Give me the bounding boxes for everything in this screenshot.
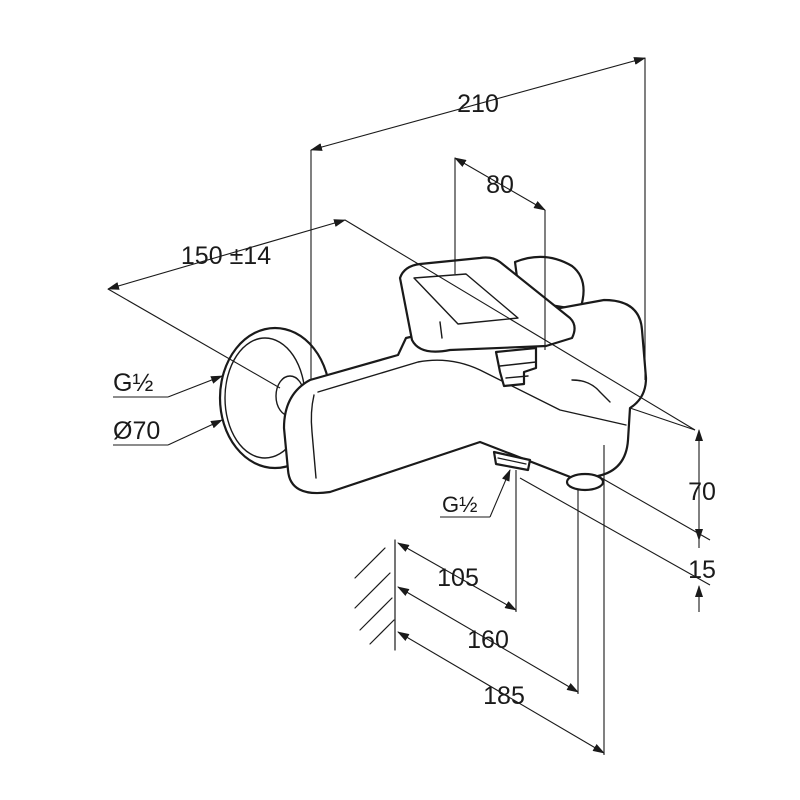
dim-185: 185 [397, 445, 605, 755]
outlet-thread-label: G½ [442, 492, 477, 517]
leader-g12-connection: G½ [113, 369, 223, 398]
dim-70: 70 [597, 407, 716, 541]
wall-hatch [354, 539, 396, 651]
leader-g12-outlet: G½ [440, 469, 511, 518]
dim-80-label: 80 [486, 171, 514, 199]
dim-15-label: 15 [688, 556, 716, 584]
dim-210: 210 [310, 57, 646, 380]
dim-185-label: 185 [483, 682, 525, 710]
dim-150: 150 ±14 [107, 219, 696, 431]
spout-outlet [565, 472, 605, 492]
faucet-body [218, 255, 648, 495]
rosette-diameter-label: Ø70 [113, 417, 160, 445]
connection-thread-label: G½ [113, 369, 153, 397]
dim-105-label: 105 [437, 564, 479, 592]
dim-70-label: 70 [688, 478, 716, 506]
dim-160: 160 [397, 490, 579, 694]
dim-160-label: 160 [467, 626, 509, 654]
lever [398, 256, 576, 353]
dim-80: 80 [454, 157, 546, 350]
dim-15: 15 [519, 477, 716, 612]
dim-210-label: 210 [457, 90, 499, 118]
spout-body [282, 298, 648, 495]
diverter-knob [494, 346, 538, 388]
leader-diameter: Ø70 [113, 417, 223, 446]
dim-150-label: 150 ±14 [181, 242, 271, 270]
